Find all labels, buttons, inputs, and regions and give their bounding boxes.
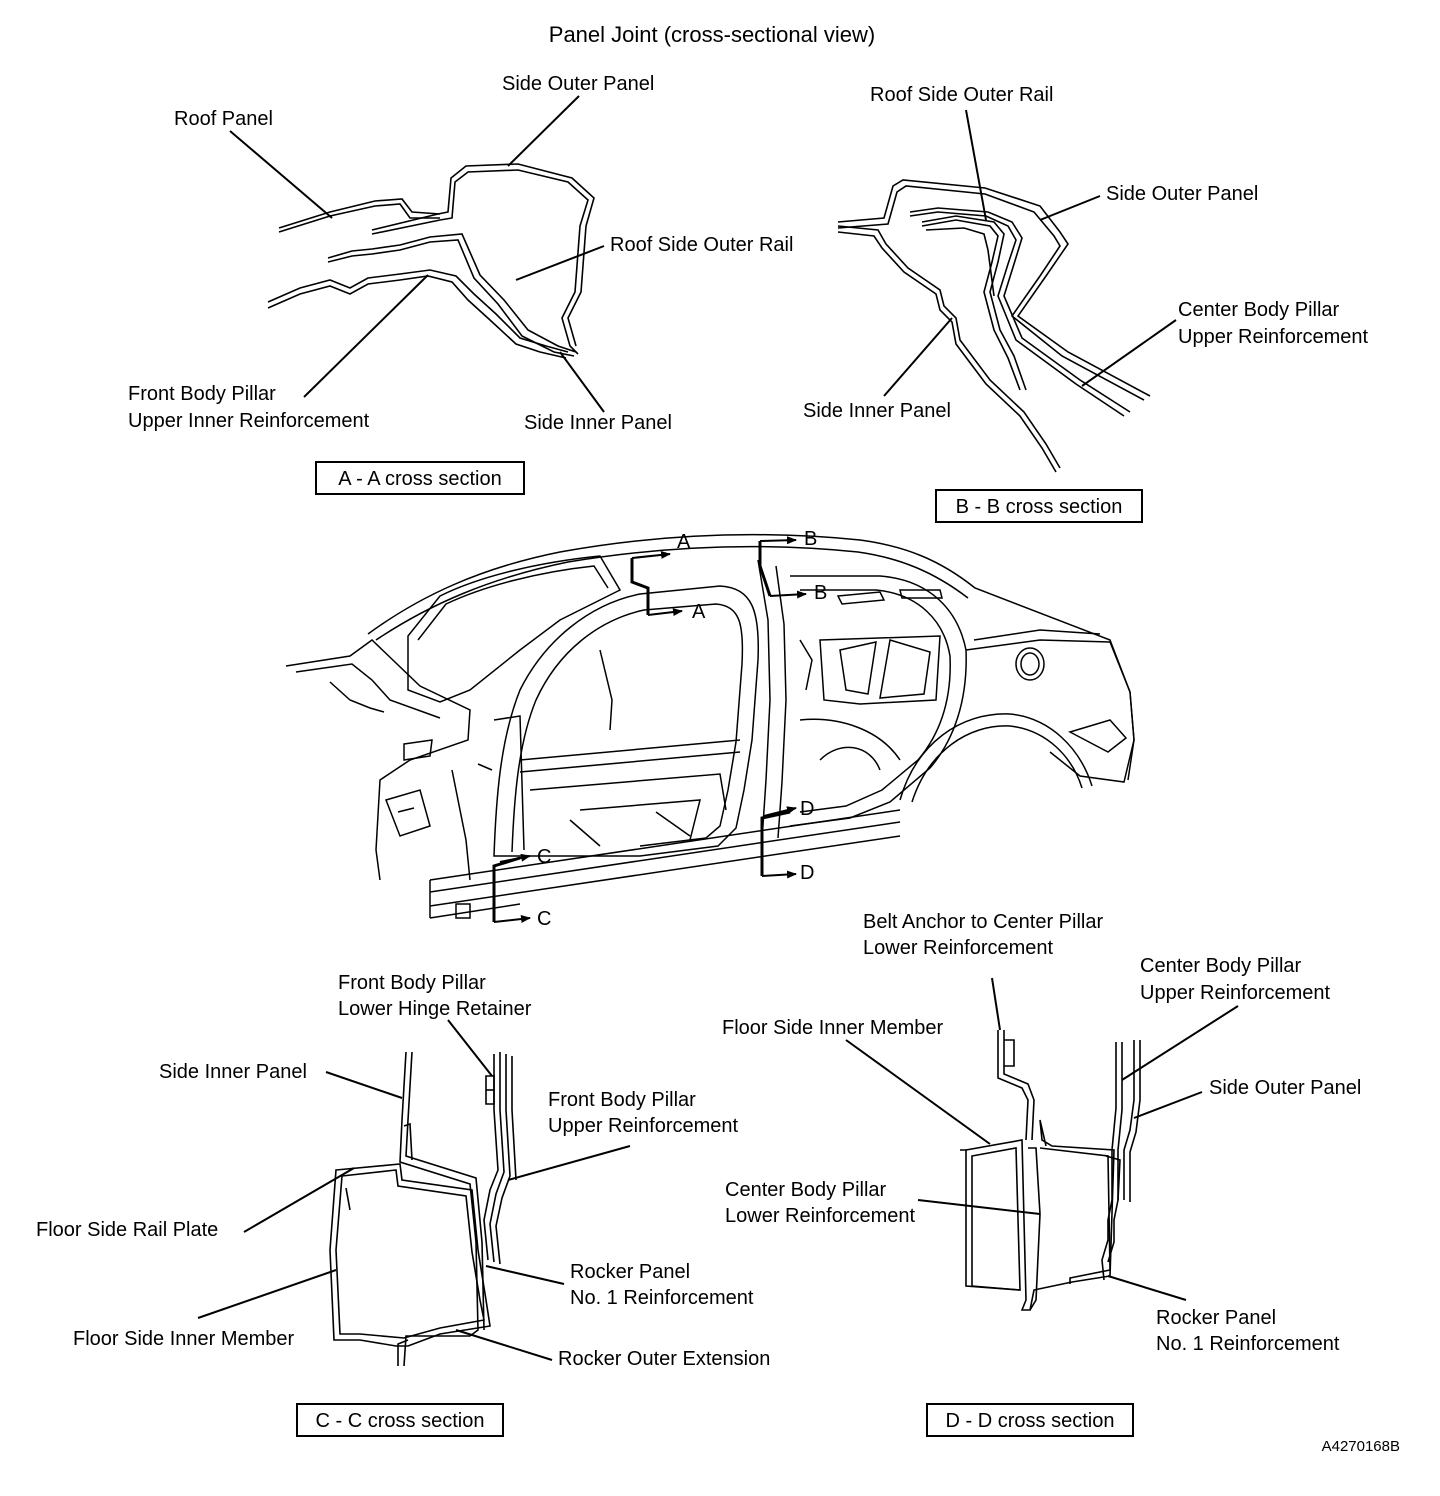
label-cc-side-inner-panel: Side Inner Panel xyxy=(159,1061,307,1083)
marker-d-top: D xyxy=(800,798,814,820)
caption-box-cc xyxy=(296,1403,504,1437)
section-bb: Roof Side Outer Rail Side Outer Panel Ce… xyxy=(803,84,1369,523)
leader-cc-front-upper xyxy=(507,1145,631,1181)
leader-aa-side-outer xyxy=(507,95,580,167)
caption-box-bb xyxy=(935,489,1143,523)
section-marker-b: B B xyxy=(758,528,827,604)
label-bb-side-outer-panel: Side Outer Panel xyxy=(1106,183,1258,205)
label-aa-roof-side-outer-rail: Roof Side Outer Rail xyxy=(610,234,793,256)
label-dd-side-outer-panel: Side Outer Panel xyxy=(1209,1077,1361,1099)
leader-dd-floor-inner xyxy=(845,1039,991,1145)
caption-box-dd xyxy=(926,1403,1134,1437)
section-cc: Front Body Pillar Lower Hinge Retainer S… xyxy=(36,972,770,1437)
leader-cc-rocker xyxy=(485,1265,565,1285)
leader-bb-side-outer xyxy=(1039,195,1101,221)
section-dd-panels xyxy=(960,1030,1141,1311)
label-cc-front-upper-line1: Front Body Pillar xyxy=(548,1089,696,1111)
section-aa: Side Outer Panel Roof Panel Roof Side Ou… xyxy=(128,73,793,495)
label-dd-floor-side-inner-member: Floor Side Inner Member xyxy=(722,1017,944,1039)
leader-dd-side-outer xyxy=(1133,1091,1203,1119)
label-cc-rocker-line2: No. 1 Reinforcement xyxy=(570,1287,754,1309)
section-cc-panels xyxy=(329,1051,517,1367)
label-dd-center-lower-line1: Center Body Pillar xyxy=(725,1179,887,1201)
leader-aa-front-pillar xyxy=(303,274,429,398)
caption-box-aa xyxy=(315,461,525,495)
marker-a-bottom: A xyxy=(692,601,706,623)
marker-c-bottom: C xyxy=(537,908,551,930)
label-dd-center-upper-line2: Upper Reinforcement xyxy=(1140,982,1331,1004)
label-aa-front-pillar-line2: Upper Inner Reinforcement xyxy=(128,410,370,432)
section-bb-panels xyxy=(837,179,1151,473)
leader-aa-roof-side-rail xyxy=(515,245,605,281)
diagram-title: Panel Joint (cross-sectional view) xyxy=(549,22,875,47)
caption-dd: D - D cross section xyxy=(946,1410,1115,1432)
leader-dd-center-lower xyxy=(917,1199,1041,1215)
label-cc-floor-side-inner-member: Floor Side Inner Member xyxy=(73,1328,295,1350)
label-dd-belt-line1: Belt Anchor to Center Pillar xyxy=(863,911,1103,933)
marker-d-bottom: D xyxy=(800,862,814,884)
label-aa-roof-panel: Roof Panel xyxy=(174,108,273,130)
section-marker-c: C C xyxy=(492,846,551,930)
caption-cc: C - C cross section xyxy=(316,1410,485,1432)
leader-cc-floor-inner xyxy=(197,1269,337,1319)
label-dd-center-lower-line2: Lower Reinforcement xyxy=(725,1205,916,1227)
label-aa-side-outer-panel: Side Outer Panel xyxy=(502,73,654,95)
label-bb-roof-side-outer-rail: Roof Side Outer Rail xyxy=(870,84,1053,106)
label-dd-rocker-line2: No. 1 Reinforcement xyxy=(1156,1333,1340,1355)
leader-cc-rocker-ext xyxy=(455,1329,553,1361)
label-cc-floor-side-rail-plate: Floor Side Rail Plate xyxy=(36,1219,218,1241)
label-dd-rocker-line1: Rocker Panel xyxy=(1156,1307,1276,1329)
leader-bb-roof-side-rail xyxy=(965,109,987,221)
section-aa-panels xyxy=(267,163,595,359)
label-bb-center-pillar-line1: Center Body Pillar xyxy=(1178,299,1340,321)
marker-c-top: C xyxy=(537,846,551,868)
caption-aa: A - A cross section xyxy=(338,468,501,490)
label-cc-rocker-outer-extension: Rocker Outer Extension xyxy=(558,1348,770,1370)
figure-code: A4270168B xyxy=(1322,1438,1400,1455)
car-body-illustration: A A B B C C D D xyxy=(285,528,1135,930)
label-cc-hinge-line1: Front Body Pillar xyxy=(338,972,486,994)
section-marker-d: D D xyxy=(760,798,814,884)
leader-cc-hinge xyxy=(447,1019,493,1077)
label-cc-rocker-line1: Rocker Panel xyxy=(570,1261,690,1283)
label-bb-center-pillar-line2: Upper Reinforcement xyxy=(1178,326,1369,348)
label-dd-belt-line2: Lower Reinforcement xyxy=(863,937,1054,959)
leader-dd-center-upper xyxy=(1121,1005,1239,1081)
leader-bb-side-inner xyxy=(883,317,953,397)
leader-aa-side-inner xyxy=(559,351,605,413)
marker-b-bottom: B xyxy=(814,582,827,604)
leader-bb-center-pillar xyxy=(1081,319,1177,387)
label-aa-side-inner-panel: Side Inner Panel xyxy=(524,412,672,434)
marker-b-top: B xyxy=(804,528,817,550)
leader-cc-floor-rail-plate xyxy=(243,1167,355,1233)
label-dd-center-upper-line1: Center Body Pillar xyxy=(1140,955,1302,977)
leader-cc-side-inner xyxy=(325,1071,403,1099)
label-aa-front-pillar-line1: Front Body Pillar xyxy=(128,383,276,405)
label-cc-front-upper-line2: Upper Reinforcement xyxy=(548,1115,739,1137)
leader-aa-roof-panel xyxy=(229,130,333,219)
marker-a-top: A xyxy=(677,531,691,553)
label-cc-hinge-line2: Lower Hinge Retainer xyxy=(338,998,532,1020)
leader-dd-rocker xyxy=(1107,1275,1187,1301)
section-dd: Belt Anchor to Center Pillar Lower Reinf… xyxy=(722,911,1361,1437)
label-bb-side-inner-panel: Side Inner Panel xyxy=(803,400,951,422)
section-marker-a: A A xyxy=(630,531,706,623)
leader-dd-belt xyxy=(991,977,1001,1031)
caption-bb: B - B cross section xyxy=(956,496,1123,518)
